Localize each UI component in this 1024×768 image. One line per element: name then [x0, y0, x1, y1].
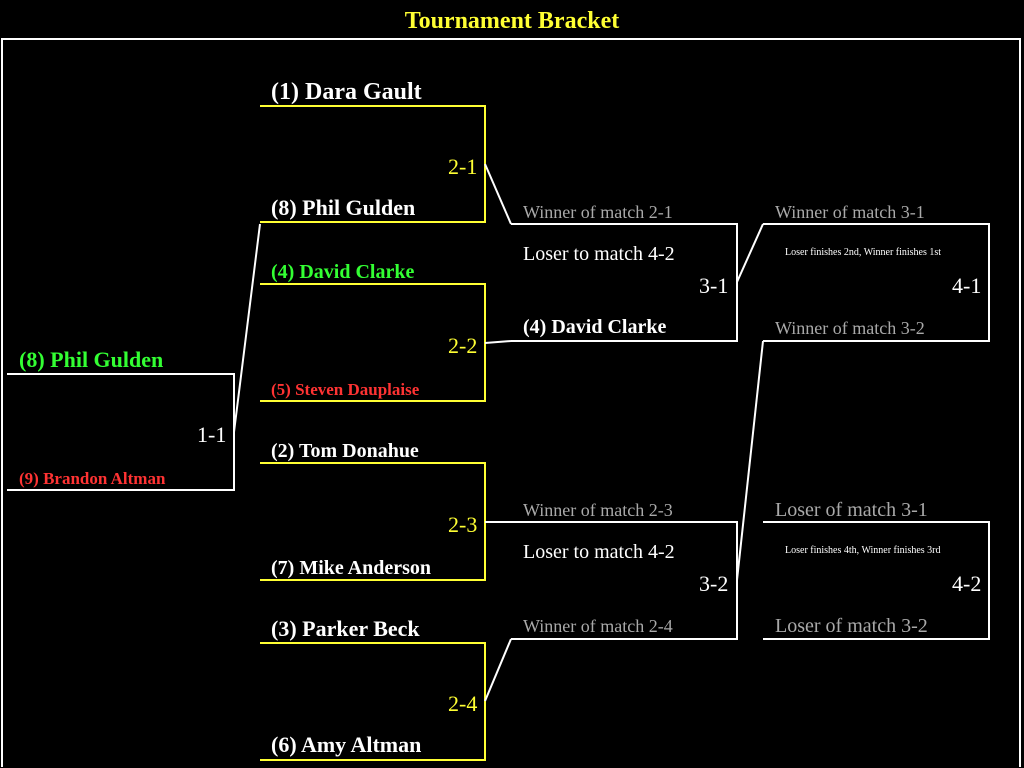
match-2-3-label: 2-3	[448, 512, 478, 537]
match-2-4-bracket-line	[260, 642, 486, 761]
r2-m24-top[interactable]: (3) Parker Beck	[271, 616, 420, 641]
r4-m42-top: Loser of match 3-1	[775, 499, 928, 521]
r3-m31-top: Winner of match 2-1	[523, 202, 673, 222]
match-3-2-label: 3-2	[699, 571, 729, 596]
r2-m21-bottom[interactable]: (8) Phil Gulden	[271, 195, 416, 220]
r2-m24-bottom[interactable]: (6) Amy Altman	[271, 732, 422, 757]
r1-player-top[interactable]: (8) Phil Gulden	[19, 347, 164, 372]
match-2-2-label: 2-2	[448, 333, 478, 358]
r2-m21-top[interactable]: (1) Dara Gault	[271, 79, 422, 105]
r1-player-bottom[interactable]: (9) Brandon Altman	[19, 469, 166, 488]
r3-m32-bottom: Winner of match 2-4	[523, 616, 673, 636]
r3-m31-bottom[interactable]: (4) David Clarke	[523, 316, 667, 338]
match-3-1-bracket-line	[511, 223, 738, 342]
r3-m32-top: Winner of match 2-3	[523, 500, 673, 520]
match-2-1-label: 2-1	[448, 154, 478, 179]
match-1-1-label: 1-1	[197, 422, 227, 447]
r2-m22-top[interactable]: (4) David Clarke	[271, 261, 415, 283]
advance-3-1-connector	[736, 223, 764, 283]
r4-m41-top: Winner of match 3-1	[775, 202, 925, 222]
r2-m22-bottom[interactable]: (5) Steven Dauplaise	[271, 380, 420, 399]
match-4-2-bracket-line	[763, 521, 990, 640]
bracket-frame	[1, 38, 1021, 767]
match-3-1-label: 3-1	[699, 273, 729, 298]
r3-m32-note: Loser to match 4-2	[523, 541, 675, 563]
advance-2-2-connector	[484, 340, 512, 344]
advance-1-1-connector	[233, 223, 261, 433]
r4-m42-note: Loser finishes 4th, Winner finishes 3rd	[785, 545, 941, 556]
match-2-4-label: 2-4	[448, 691, 478, 716]
match-4-1-label: 4-1	[952, 273, 982, 298]
advance-2-1-connector	[484, 163, 512, 225]
r4-m42-bottom: Loser of match 3-2	[775, 615, 928, 637]
match-4-2-label: 4-2	[952, 571, 982, 596]
r2-m23-bottom[interactable]: (7) Mike Anderson	[271, 557, 431, 579]
match-3-2-bracket-line	[511, 521, 738, 640]
r4-m41-bottom: Winner of match 3-2	[775, 318, 925, 338]
page-title: Tournament Bracket	[404, 8, 620, 34]
match-4-1-bracket-line	[763, 223, 990, 342]
r2-m23-top[interactable]: (2) Tom Donahue	[271, 440, 419, 462]
advance-3-2-connector	[736, 340, 764, 581]
r3-m31-note: Loser to match 4-2	[523, 243, 675, 265]
advance-2-4-connector	[484, 638, 512, 702]
r4-m41-note: Loser finishes 2nd, Winner finishes 1st	[785, 247, 942, 258]
